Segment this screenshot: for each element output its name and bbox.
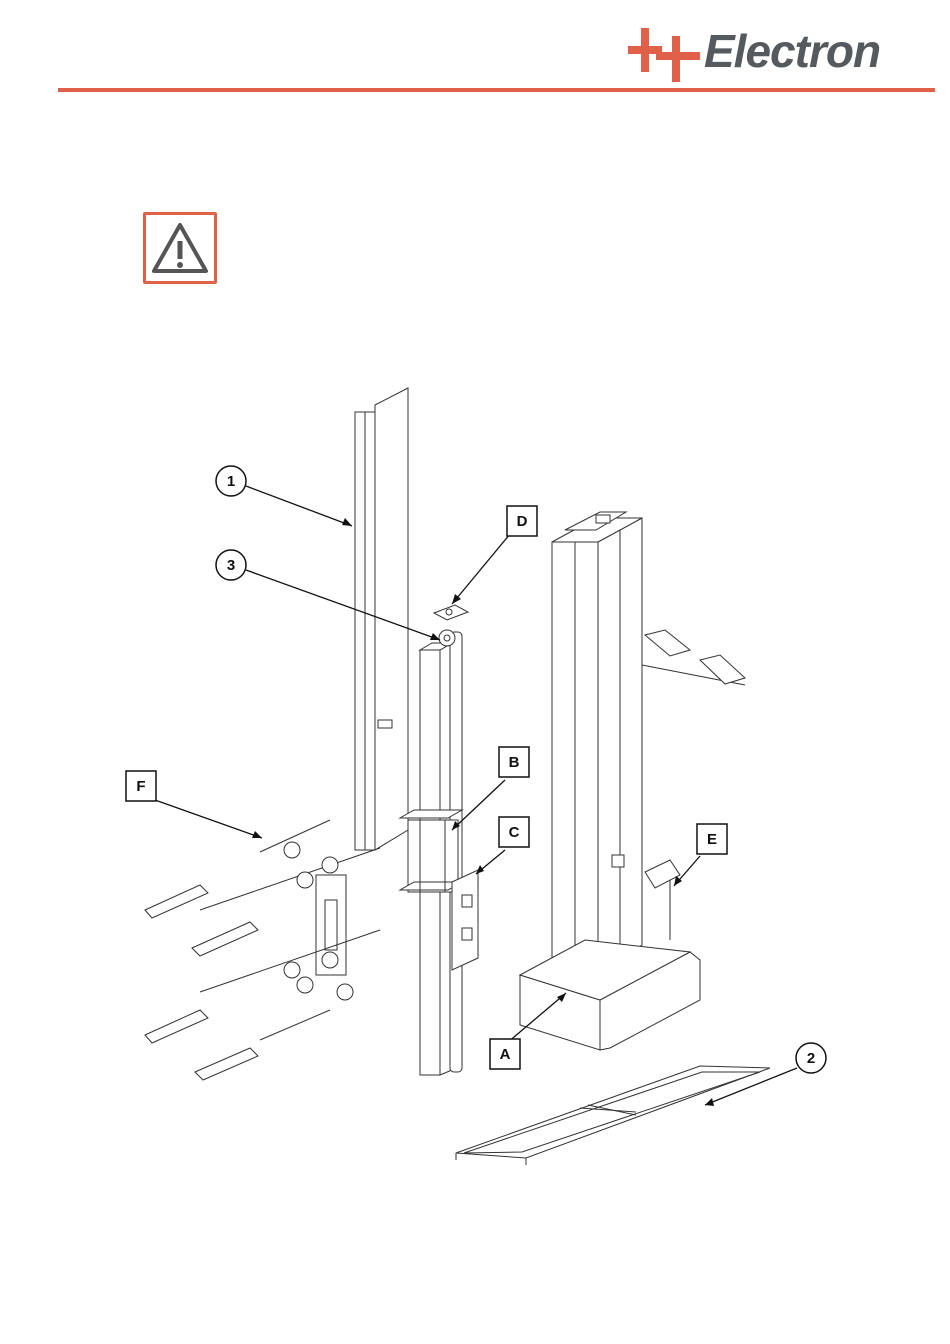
- callout-F: F: [126, 771, 156, 801]
- callout-C: C: [499, 817, 529, 847]
- callout-A-label: A: [500, 1046, 511, 1063]
- gun-arm-assembly: [145, 820, 380, 1080]
- callout-C-label: C: [509, 824, 520, 841]
- callout-B: B: [499, 747, 529, 777]
- rear-bracket: [645, 860, 680, 940]
- callout-D: D: [507, 506, 537, 536]
- callout-2: 2: [796, 1043, 826, 1073]
- floor-frame: [456, 1066, 770, 1165]
- warning-box: [143, 212, 217, 284]
- header-rule: [58, 88, 935, 92]
- callout-3-label: 3: [227, 557, 235, 574]
- tower-arm: [642, 630, 745, 685]
- callout-1: 1: [216, 466, 246, 496]
- callout-D-label: D: [517, 513, 528, 530]
- callout-B-label: B: [509, 754, 520, 771]
- callout-1-label: 1: [227, 473, 235, 490]
- exploded-assembly-drawing: 1 3 2 D B C E F A: [0, 360, 950, 1240]
- callout-E: E: [697, 824, 727, 854]
- base-housing: [520, 940, 700, 1050]
- callout-E-label: E: [707, 831, 717, 848]
- callout-A: A: [490, 1039, 520, 1069]
- callout-3: 3: [216, 550, 246, 580]
- leader-lines: [155, 486, 797, 1105]
- callout-F-label: F: [136, 778, 145, 795]
- callout-2-label: 2: [807, 1050, 815, 1067]
- top-cap: [434, 605, 468, 620]
- electron-logo: Electron: [626, 22, 938, 84]
- main-tower: [552, 512, 642, 972]
- control-plate: [452, 870, 478, 970]
- cross-logo-icon: [626, 22, 706, 84]
- warning-triangle-icon: [146, 215, 214, 281]
- carriage: [400, 810, 462, 892]
- brand-name: Electron: [704, 24, 880, 78]
